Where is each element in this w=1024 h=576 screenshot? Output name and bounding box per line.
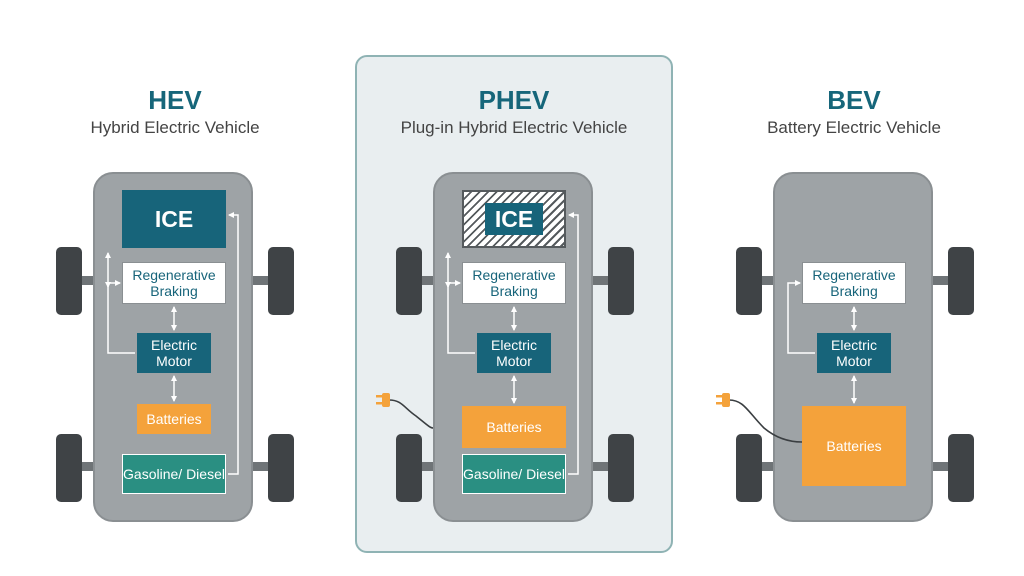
bev-title: Battery Electric Vehicle xyxy=(767,118,941,137)
regenerative-braking-block: Regenerative Braking xyxy=(462,262,566,304)
gasoline-diesel-block: Gasoline/ Diesel xyxy=(122,454,226,494)
wheel-rear-right xyxy=(948,434,974,502)
batteries-block: Batteries xyxy=(462,406,566,448)
electric-motor-block: Electric Motor xyxy=(137,333,211,373)
batteries-block: Batteries xyxy=(137,404,211,434)
batteries-block: Batteries xyxy=(802,406,906,486)
wheel-front-right xyxy=(608,247,634,315)
phev-vehicle: ICE Regenerative Braking Electric Motor … xyxy=(376,172,656,524)
wheel-rear-left xyxy=(56,434,82,502)
regenerative-braking-block: Regenerative Braking xyxy=(802,262,906,304)
wheel-front-left xyxy=(736,247,762,315)
electric-motor-block: Electric Motor xyxy=(817,333,891,373)
plug-icon xyxy=(376,393,390,407)
hev-abbr: HEV xyxy=(148,85,202,115)
electric-motor-block: Electric Motor xyxy=(477,333,551,373)
wheel-rear-right xyxy=(268,434,294,502)
phev-title: Plug-in Hybrid Electric Vehicle xyxy=(400,118,628,137)
wheel-front-left xyxy=(396,247,422,315)
ice-block-hatched: ICE xyxy=(462,190,566,248)
energy-flow-arrows xyxy=(105,212,239,475)
wheel-rear-left xyxy=(736,434,762,502)
bev-abbr: BEV xyxy=(827,85,881,115)
hev-vehicle: ICE Regenerative Braking Electric Motor … xyxy=(56,172,316,524)
phev-heading: PHEV Plug-in Hybrid Electric Vehicle xyxy=(354,86,674,138)
energy-flow-arrows xyxy=(376,212,579,475)
hev-heading: HEV Hybrid Electric Vehicle xyxy=(15,86,335,138)
gasoline-diesel-block: Gasoline/ Diesel xyxy=(462,454,566,494)
bev-heading: BEV Battery Electric Vehicle xyxy=(694,86,1014,138)
phev-abbr: PHEV xyxy=(478,85,550,115)
wheel-front-right xyxy=(268,247,294,315)
bev-vehicle: Regenerative Braking Electric Motor Batt… xyxy=(716,172,996,524)
plug-icon xyxy=(716,393,730,407)
wheel-front-right xyxy=(948,247,974,315)
energy-flow-arrows xyxy=(716,280,857,443)
wheel-rear-left xyxy=(396,434,422,502)
ice-label: ICE xyxy=(484,203,544,235)
hev-title: Hybrid Electric Vehicle xyxy=(90,118,260,137)
wheel-rear-right xyxy=(608,434,634,502)
regenerative-braking-block: Regenerative Braking xyxy=(122,262,226,304)
ice-block: ICE xyxy=(122,190,226,248)
wheel-front-left xyxy=(56,247,82,315)
